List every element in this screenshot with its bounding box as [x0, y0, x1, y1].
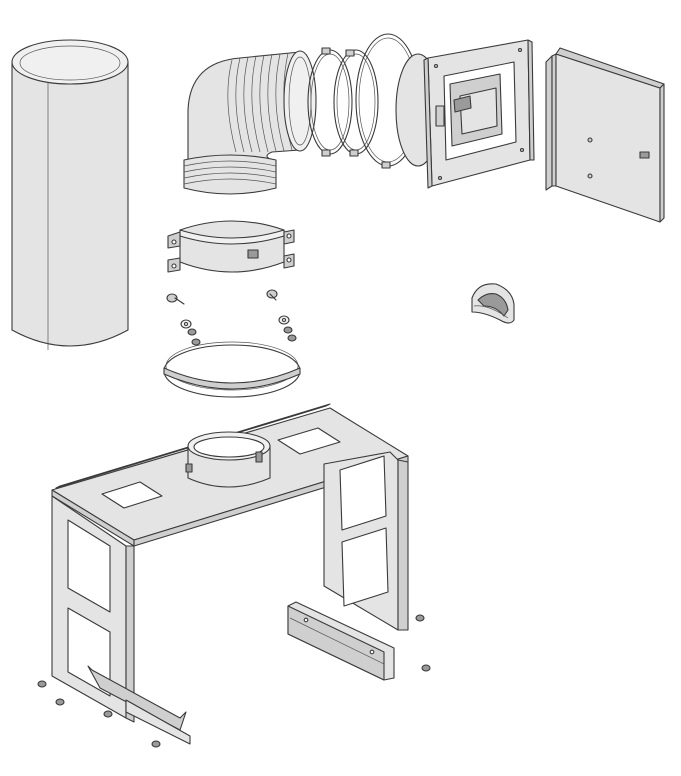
wall-cover-plate	[545, 47, 665, 223]
wall-duct-plate	[395, 39, 535, 189]
screws-washers-nuts	[166, 289, 297, 346]
floor-brackets	[287, 601, 395, 681]
hose-clamp-rings	[307, 33, 421, 169]
strap-clamp	[167, 220, 295, 273]
large-seal-ring	[163, 341, 301, 398]
insulation-sleeve	[11, 39, 129, 350]
flexible-duct-elbow	[183, 50, 317, 195]
fastener-nuts	[37, 614, 431, 748]
support-stand	[51, 403, 409, 745]
foam-gasket-roll	[471, 283, 515, 324]
